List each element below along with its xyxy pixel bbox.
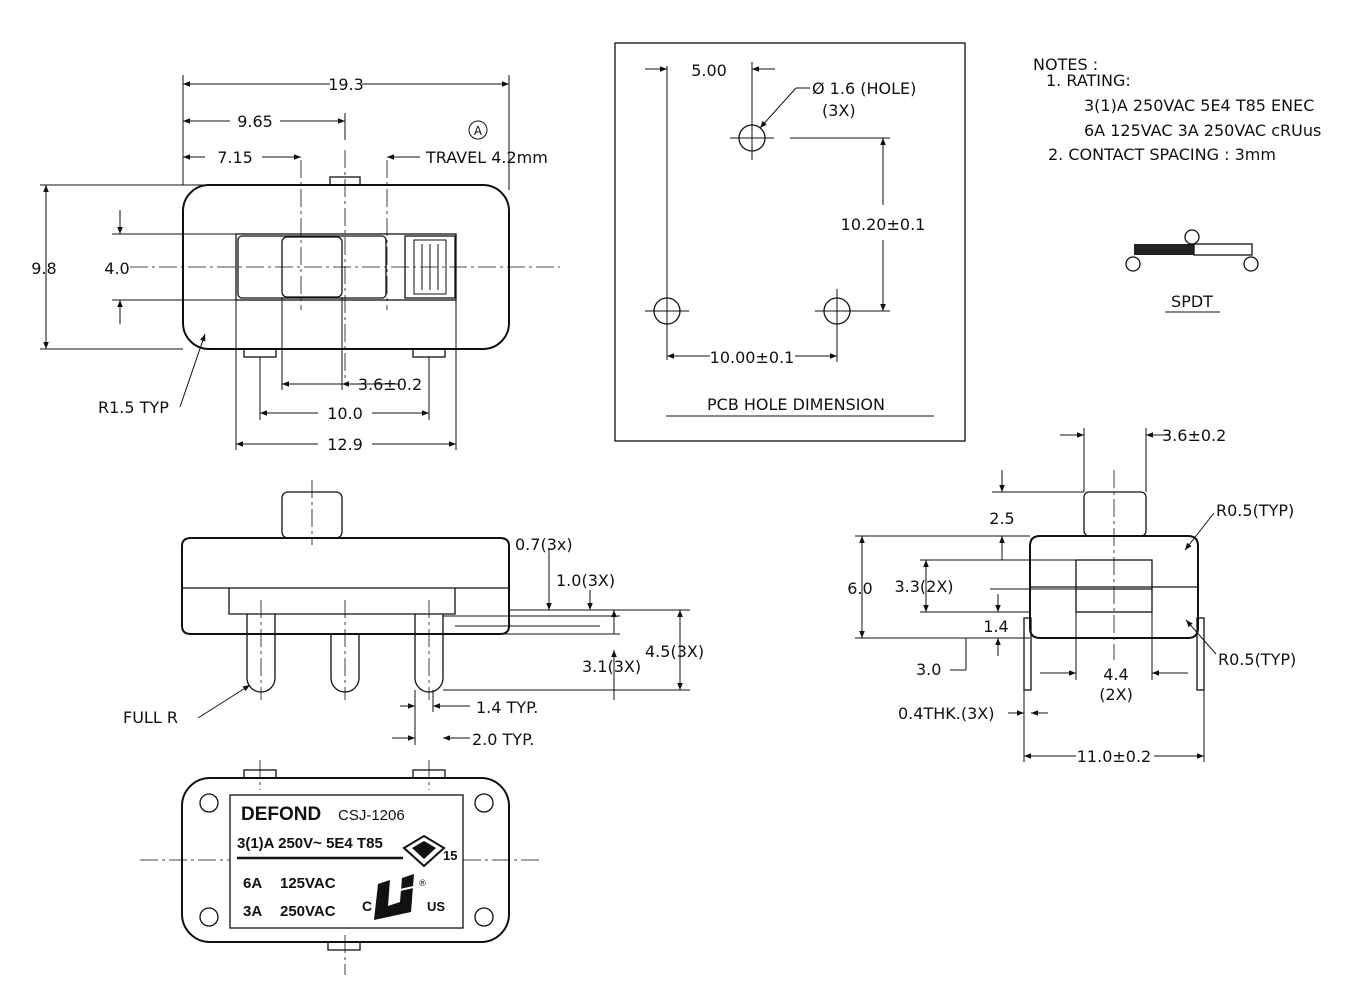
dim-length: 19.3 xyxy=(328,75,364,94)
side-dim-c: 3.1(3X) xyxy=(582,657,641,676)
spdt-symbol: SPDT xyxy=(1125,229,1259,313)
end-dim-height: 6.0 xyxy=(847,579,872,598)
label-6a-v: 125VAC xyxy=(280,875,336,892)
spdt-label: SPDT xyxy=(1171,292,1213,311)
label-brand: DEFOND xyxy=(241,804,321,825)
top-view-pin-left xyxy=(243,348,277,358)
end-view-pin-right xyxy=(1196,617,1205,691)
end-dim-knob-h: 2.5 xyxy=(989,509,1014,528)
end-view-knob xyxy=(1083,491,1147,537)
end-dim-pin: 3.0 xyxy=(916,660,941,679)
label-c-mark: C xyxy=(362,898,372,914)
pcb-hole-view: 5.00 Ø 1.6 (HOLE) (3X) 10.20±0.1 10.00±0… xyxy=(614,42,966,442)
spdt-actuator xyxy=(1134,244,1194,255)
label-reg: ® xyxy=(418,879,427,889)
enec-mark xyxy=(402,834,446,868)
bottom-hole-tl xyxy=(199,793,219,813)
label-3a-v: 250VAC xyxy=(280,903,336,920)
notes-heading: NOTES : xyxy=(1033,55,1098,74)
travel-label: TRAVEL 4.2mm xyxy=(425,148,548,167)
pcb-title: PCB HOLE DIMENSION xyxy=(707,395,885,414)
dim-slot-height: 4.0 xyxy=(104,259,129,278)
notes: NOTES : 1. RATING: 3(1)A 250VAC 5E4 T85 … xyxy=(1033,55,1321,164)
end-view: 3.6±0.2 R0.5(TYP) R0.5(TYP) 2.5 6.0 3.3(… xyxy=(847,426,1296,766)
end-dim-width: 11.0±0.2 xyxy=(1077,747,1151,766)
ur-mark-icon xyxy=(374,874,419,920)
bottom-hole-br xyxy=(474,907,494,927)
dim-knob-pos: 7.15 xyxy=(217,148,253,167)
dim-height: 9.8 xyxy=(31,259,56,278)
end-dim-knob: 3.6±0.2 xyxy=(1162,426,1226,445)
bottom-hole-tr xyxy=(474,793,494,813)
side-view: 0.7(3x) 1.0(3X) 3.1(3X) 4.5(3X) 1.4 TYP.… xyxy=(123,480,704,749)
pcb-dim-offset: 5.00 xyxy=(691,61,727,80)
spdt-body xyxy=(1193,243,1253,256)
end-dim-pin-spacing: 4.4 xyxy=(1103,665,1128,684)
end-radius-top: R0.5(TYP) xyxy=(1216,501,1294,520)
label-6a: 6A xyxy=(243,875,262,892)
label-us-mark: US xyxy=(427,899,445,914)
pcb-dim-horizontal: 10.00±0.1 xyxy=(710,348,795,367)
end-dim-thk: 0.4THK.(3X) xyxy=(898,704,994,723)
notes-item2: 2. CONTACT SPACING : 3mm xyxy=(1048,145,1276,164)
side-dim-f: 2.0 TYP. xyxy=(472,730,534,749)
side-dim-e: 1.4 TYP. xyxy=(476,698,538,717)
label-enec-num: 15 xyxy=(443,848,457,863)
top-view-pin-right xyxy=(412,348,446,358)
product-label xyxy=(229,794,464,929)
marker-circle xyxy=(468,120,488,140)
end-dim-body: 3.3(2X) xyxy=(894,577,953,596)
pcb-hole-count: (3X) xyxy=(822,101,856,120)
dim-half-length: 9.65 xyxy=(237,112,273,131)
pcb-dim-vertical: 10.20±0.1 xyxy=(841,215,926,234)
dim-pin-spacing: 10.0 xyxy=(327,404,363,423)
notes-rating-1: 3(1)A 250VAC 5E4 T85 ENEC xyxy=(1084,96,1314,115)
side-dim-b: 1.0(3X) xyxy=(556,571,615,590)
top-view: 19.3 9.65 7.15 TRAVEL 4.2mm A 9.8 4.0 3.… xyxy=(31,75,560,454)
label-model: CSJ-1206 xyxy=(338,807,405,824)
end-view-body xyxy=(1029,535,1199,639)
label-rating-main: 3(1)A 250V~ 5E4 T85 xyxy=(237,835,383,852)
pcb-hole-note: Ø 1.6 (HOLE) xyxy=(812,79,916,98)
dim-knob-width: 3.6±0.2 xyxy=(358,375,422,394)
pcb-frame xyxy=(614,42,966,442)
marker-a: A xyxy=(474,124,483,138)
full-r-label: FULL R xyxy=(123,708,178,727)
end-dim-step: 1.4 xyxy=(983,617,1008,636)
bottom-hole-bl xyxy=(199,907,219,927)
dim-slot-length: 12.9 xyxy=(327,435,363,454)
end-radius-bottom: R0.5(TYP) xyxy=(1218,650,1296,669)
end-view-pin-left xyxy=(1023,617,1032,691)
radius-note: R1.5 TYP xyxy=(98,398,169,417)
label-3a: 3A xyxy=(243,903,262,920)
bottom-view-body xyxy=(181,777,510,943)
bottom-view: DEFOND CSJ-1206 3(1)A 250V~ 5E4 T85 15 6… xyxy=(140,760,540,975)
notes-rating-2: 6A 125VAC 3A 250VAC cRUus xyxy=(1084,121,1321,140)
notes-item1: 1. RATING: xyxy=(1046,71,1131,90)
side-dim-d: 4.5(3X) xyxy=(645,642,704,661)
bottom-view-tab xyxy=(327,941,361,951)
side-view-body xyxy=(181,537,510,635)
side-dim-a: 0.7(3x) xyxy=(515,535,573,554)
end-dim-pin-spacing-count: (2X) xyxy=(1099,685,1133,704)
